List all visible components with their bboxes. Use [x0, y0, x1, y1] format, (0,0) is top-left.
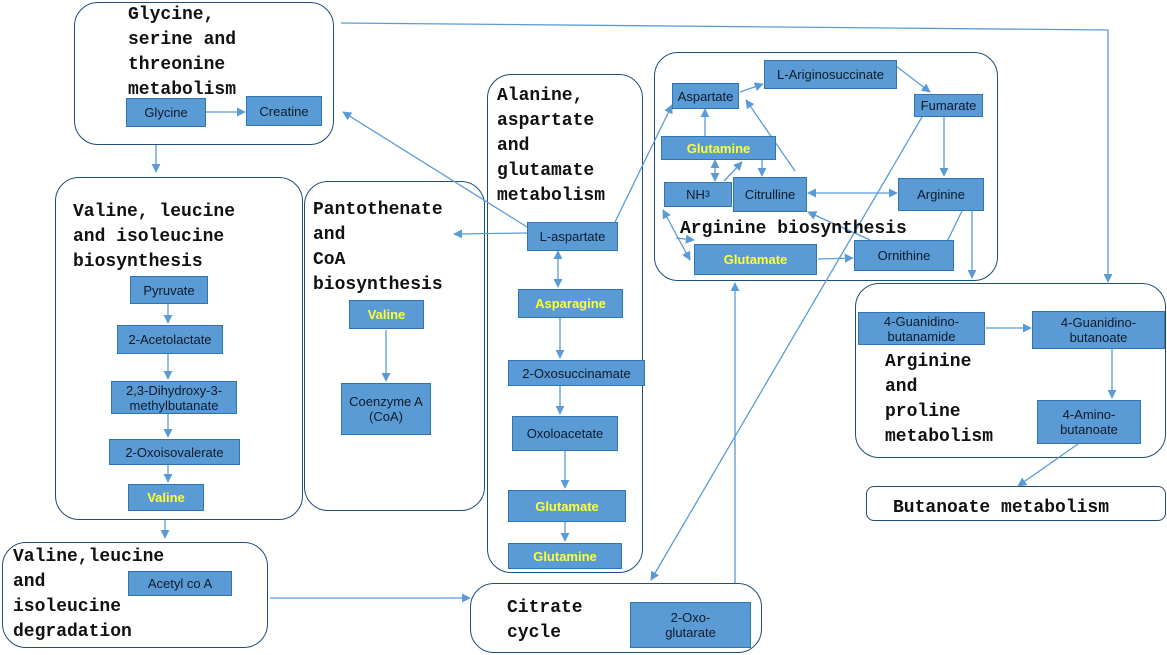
arrow-l-aspartate-to-aspartate: [614, 104, 673, 223]
valine-biosynthesis-title: Valine, leucine and isoleucine biosynthe…: [73, 202, 236, 272]
node-arginine: Arginine: [898, 178, 984, 211]
arrow-argininosuccinate-fumarate: [895, 65, 931, 93]
node-glutamine-arginine: Glutamine: [661, 136, 776, 160]
glycine-serine-threonine-title: Glycine, serine and threonine metabolism: [128, 5, 237, 100]
node-coenzyme-a: Coenzyme A (CoA): [341, 383, 431, 435]
arrow-ornithine-citrulline: [807, 211, 871, 241]
node-citrulline: Citrulline: [733, 177, 807, 212]
node-creatine: Creatine: [246, 96, 322, 126]
butanoate-box: [866, 486, 1166, 521]
node-4-amino-butanoate: 4-Amino- butanoate: [1037, 400, 1141, 444]
valine-degradation-title: Valine,leucine and isoleucine degradatio…: [13, 547, 165, 642]
node-2-oxosuccinamate: 2-Oxosuccinamate: [508, 360, 645, 386]
arrow-aspartate-to-glycine: [342, 111, 528, 228]
nh3-subscript: 3: [704, 189, 710, 199]
nh3-label: NH: [686, 187, 705, 202]
node-pyruvate: Pyruvate: [130, 276, 208, 304]
node-ornithine: Ornithine: [854, 240, 954, 271]
pantothenate-title: Pantothenate and CoA biosynthesis: [313, 200, 443, 295]
butanoate-title: Butanoate metabolism: [893, 498, 1110, 518]
node-2-oxoisovalerate: 2-Oxoisovalerate: [109, 439, 240, 465]
alanine-aspartate-glutamate-title: Alanine, aspartate and glutamate metabol…: [497, 86, 606, 206]
node-acetyl-coa: Acetyl co A: [128, 571, 232, 596]
node-4-guanidino-butanamide: 4-Guanidino- butanamide: [858, 312, 985, 345]
node-glycine: Glycine: [126, 98, 206, 127]
node-4-guanidino-butanoate: 4-Guanidino- butanoate: [1032, 311, 1165, 349]
arginine-proline-title: Arginine and proline metabolism: [885, 352, 994, 447]
node-glutamate-arginine: Glutamate: [694, 244, 817, 275]
node-glutamate-alanine: Glutamate: [508, 490, 626, 522]
arginine-biosynthesis-title: Arginine biosynthesis: [680, 219, 907, 239]
arrow-aspartate-to-pantothenate: [453, 229, 528, 239]
node-oxoloacetate: Oxoloacetate: [512, 416, 618, 451]
alanine-aspartate-glutamate-box: [487, 74, 643, 573]
arrow-glutamate-nh3-side: [675, 234, 695, 244]
node-fumarate: Fumarate: [914, 94, 983, 117]
node-2-acetolactate: 2-Acetolactate: [117, 325, 223, 354]
node-dihydroxy-methylbutanate: 2,3-Dihydroxy-3- methylbutanate: [111, 381, 237, 414]
arrow-aminobutanoate-to-butanoate: [1017, 443, 1079, 487]
arrow-glycine-to-arginine-proline: [340, 22, 1113, 283]
node-valine-pantothenate: Valine: [349, 300, 424, 329]
node-l-argininosuccinate: L-Ariginosuccinate: [764, 60, 897, 89]
arrow-nh3-glutamate: [662, 209, 691, 261]
arrow-citrulline-aspartate: [745, 99, 796, 172]
node-2-oxo-glutarate: 2-Oxo- glutarate: [630, 602, 751, 648]
arrow-nh3-citrulline: [723, 161, 743, 182]
arrow-glutamate-ornithine: [817, 253, 854, 263]
node-asparagine-alanine: Asparagine: [518, 289, 623, 318]
node-l-aspartate: L-aspartate: [527, 222, 618, 251]
arrow-aspartate-argininosuccinate: [739, 82, 764, 93]
node-aspartate: Aspartate: [672, 83, 739, 109]
citrate-cycle-title: Citrate cycle: [507, 598, 583, 643]
node-valine-biosynthesis: Valine: [128, 484, 204, 511]
pantothenate-box: [304, 181, 485, 511]
node-glutamine-alanine: Glutamine: [508, 543, 622, 569]
